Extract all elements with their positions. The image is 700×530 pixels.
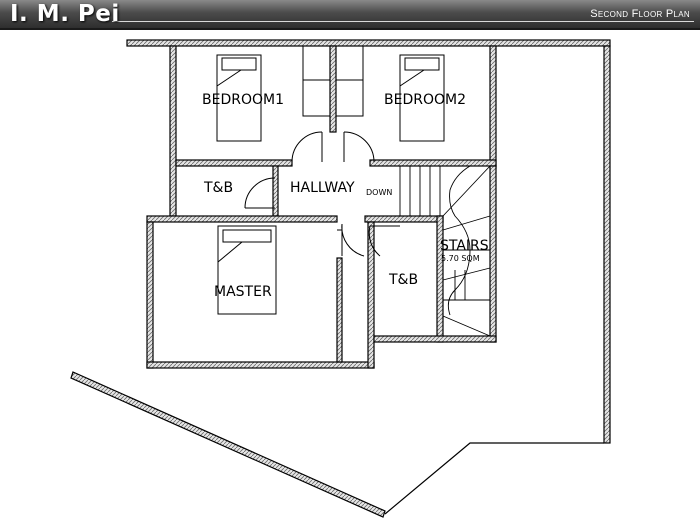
label-bedroom2: BEDROOM2 [384,92,466,108]
door-bedroom1[interactable] [291,131,323,163]
wall-right-outer [603,45,611,444]
wall-tb-right-left [367,221,375,369]
wall-master-top [146,215,338,223]
label-tb-right: T&B [388,272,418,288]
label-hallway: HALLWAY [290,180,355,196]
header-bar: I. M. Pei Second Floor Plan [0,0,700,30]
door-bedroom2[interactable] [343,131,375,163]
door-master[interactable] [341,223,365,257]
wall-tb-right-right [436,215,444,343]
wall-master-bottom [146,361,375,369]
wall-bedroom-divider [329,45,337,133]
wardrobe-bedroom2 [335,45,364,117]
wall-left-upper [169,45,177,217]
staircase [399,165,491,337]
label-stairs: STAIRS [440,238,489,254]
wall-bedroom2-right [489,45,497,169]
wardrobe-bedroom1 [302,45,331,117]
label-down: DOWN [366,188,392,197]
header-rule [112,21,694,22]
wall-diagonal-terrace [70,371,386,518]
wall-tb-right-bottom [373,335,497,343]
bed-master [217,225,277,315]
label-bedroom1: BEDROOM1 [202,92,284,108]
label-stairs-area: 5.70 SQM [441,254,480,263]
wall-hallway-top-left [175,159,293,167]
label-tb-left: T&B [203,180,233,196]
wall-stairs-right [489,165,497,343]
page-subtitle: Second Floor Plan [590,8,690,20]
label-master: MASTER [214,284,272,300]
page-title: I. M. Pei [10,1,120,27]
door-tb-left[interactable] [244,177,276,209]
wall-tb-right-top [364,215,444,223]
wall-master-left [146,221,154,369]
wall-hallway-top-right [369,159,497,167]
wall-top-terrace [126,39,611,47]
bed-bedroom1 [216,54,262,142]
terrace-outline [384,442,604,515]
door-tb-right[interactable] [368,225,400,257]
bed-bedroom2 [399,54,445,142]
wall-master-right [336,257,343,363]
